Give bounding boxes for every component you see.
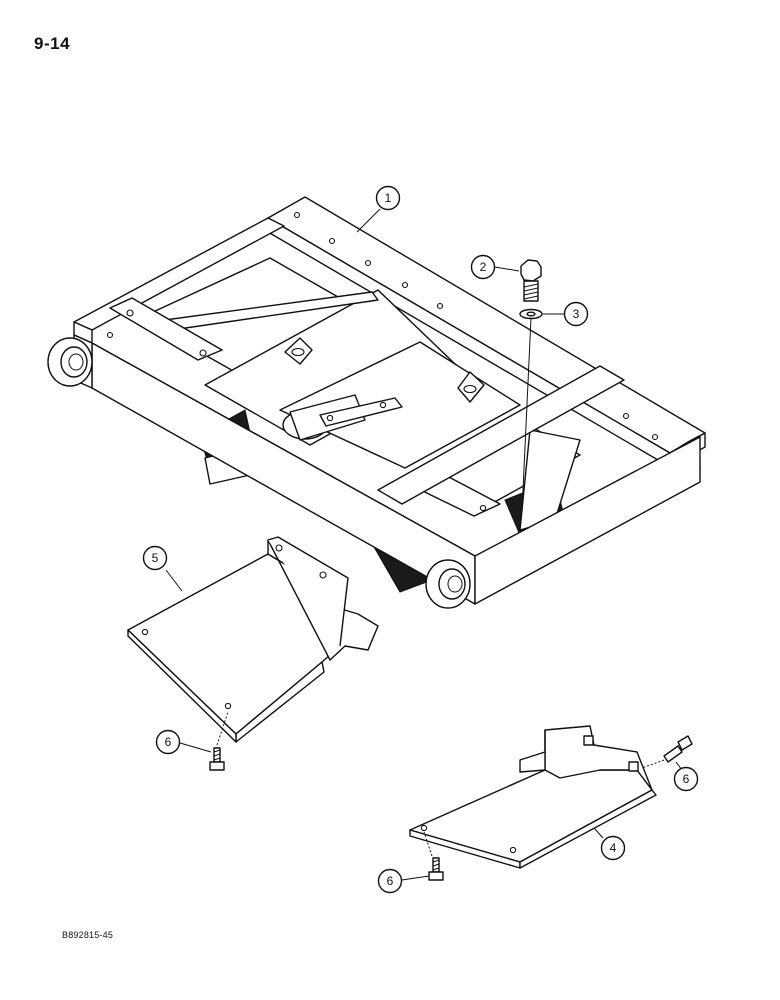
callout-5-label: 5 bbox=[152, 551, 159, 565]
callout-4-label: 4 bbox=[610, 841, 617, 855]
callout-6-left: 6 bbox=[155, 729, 181, 755]
callout-6-bottom-label: 6 bbox=[387, 874, 394, 888]
flat-washer bbox=[519, 308, 543, 320]
figure-code: B892815-45 bbox=[62, 930, 114, 940]
callout-3-label: 3 bbox=[573, 307, 580, 321]
callout-2-label: 2 bbox=[480, 260, 487, 274]
bolt-left-install-line bbox=[216, 711, 229, 746]
bolt-left bbox=[209, 747, 225, 771]
callout-2: 2 bbox=[470, 254, 496, 280]
cap-screw bbox=[520, 259, 542, 302]
callout-6-left-label: 6 bbox=[165, 735, 172, 749]
callout-1: 1 bbox=[375, 185, 401, 211]
callout-6-right: 6 bbox=[673, 766, 699, 792]
right-guard-plate bbox=[409, 725, 657, 869]
left-guard-plate bbox=[127, 536, 379, 743]
main-frame bbox=[47, 196, 706, 609]
bolt-bottom bbox=[428, 857, 444, 881]
screw-install-line bbox=[521, 317, 532, 513]
callout-5: 5 bbox=[142, 545, 168, 571]
callout-6-right-label: 6 bbox=[683, 772, 690, 786]
callout-4: 4 bbox=[600, 835, 626, 861]
bolt-bottom-install-line bbox=[423, 831, 433, 857]
bolt-right bbox=[663, 735, 693, 763]
bolt-right-install-line bbox=[641, 759, 665, 769]
callout-6-bottom: 6 bbox=[377, 868, 403, 894]
callout-1-label: 1 bbox=[385, 191, 392, 205]
callout-3: 3 bbox=[563, 301, 589, 327]
page-number: 9-14 bbox=[34, 34, 71, 53]
